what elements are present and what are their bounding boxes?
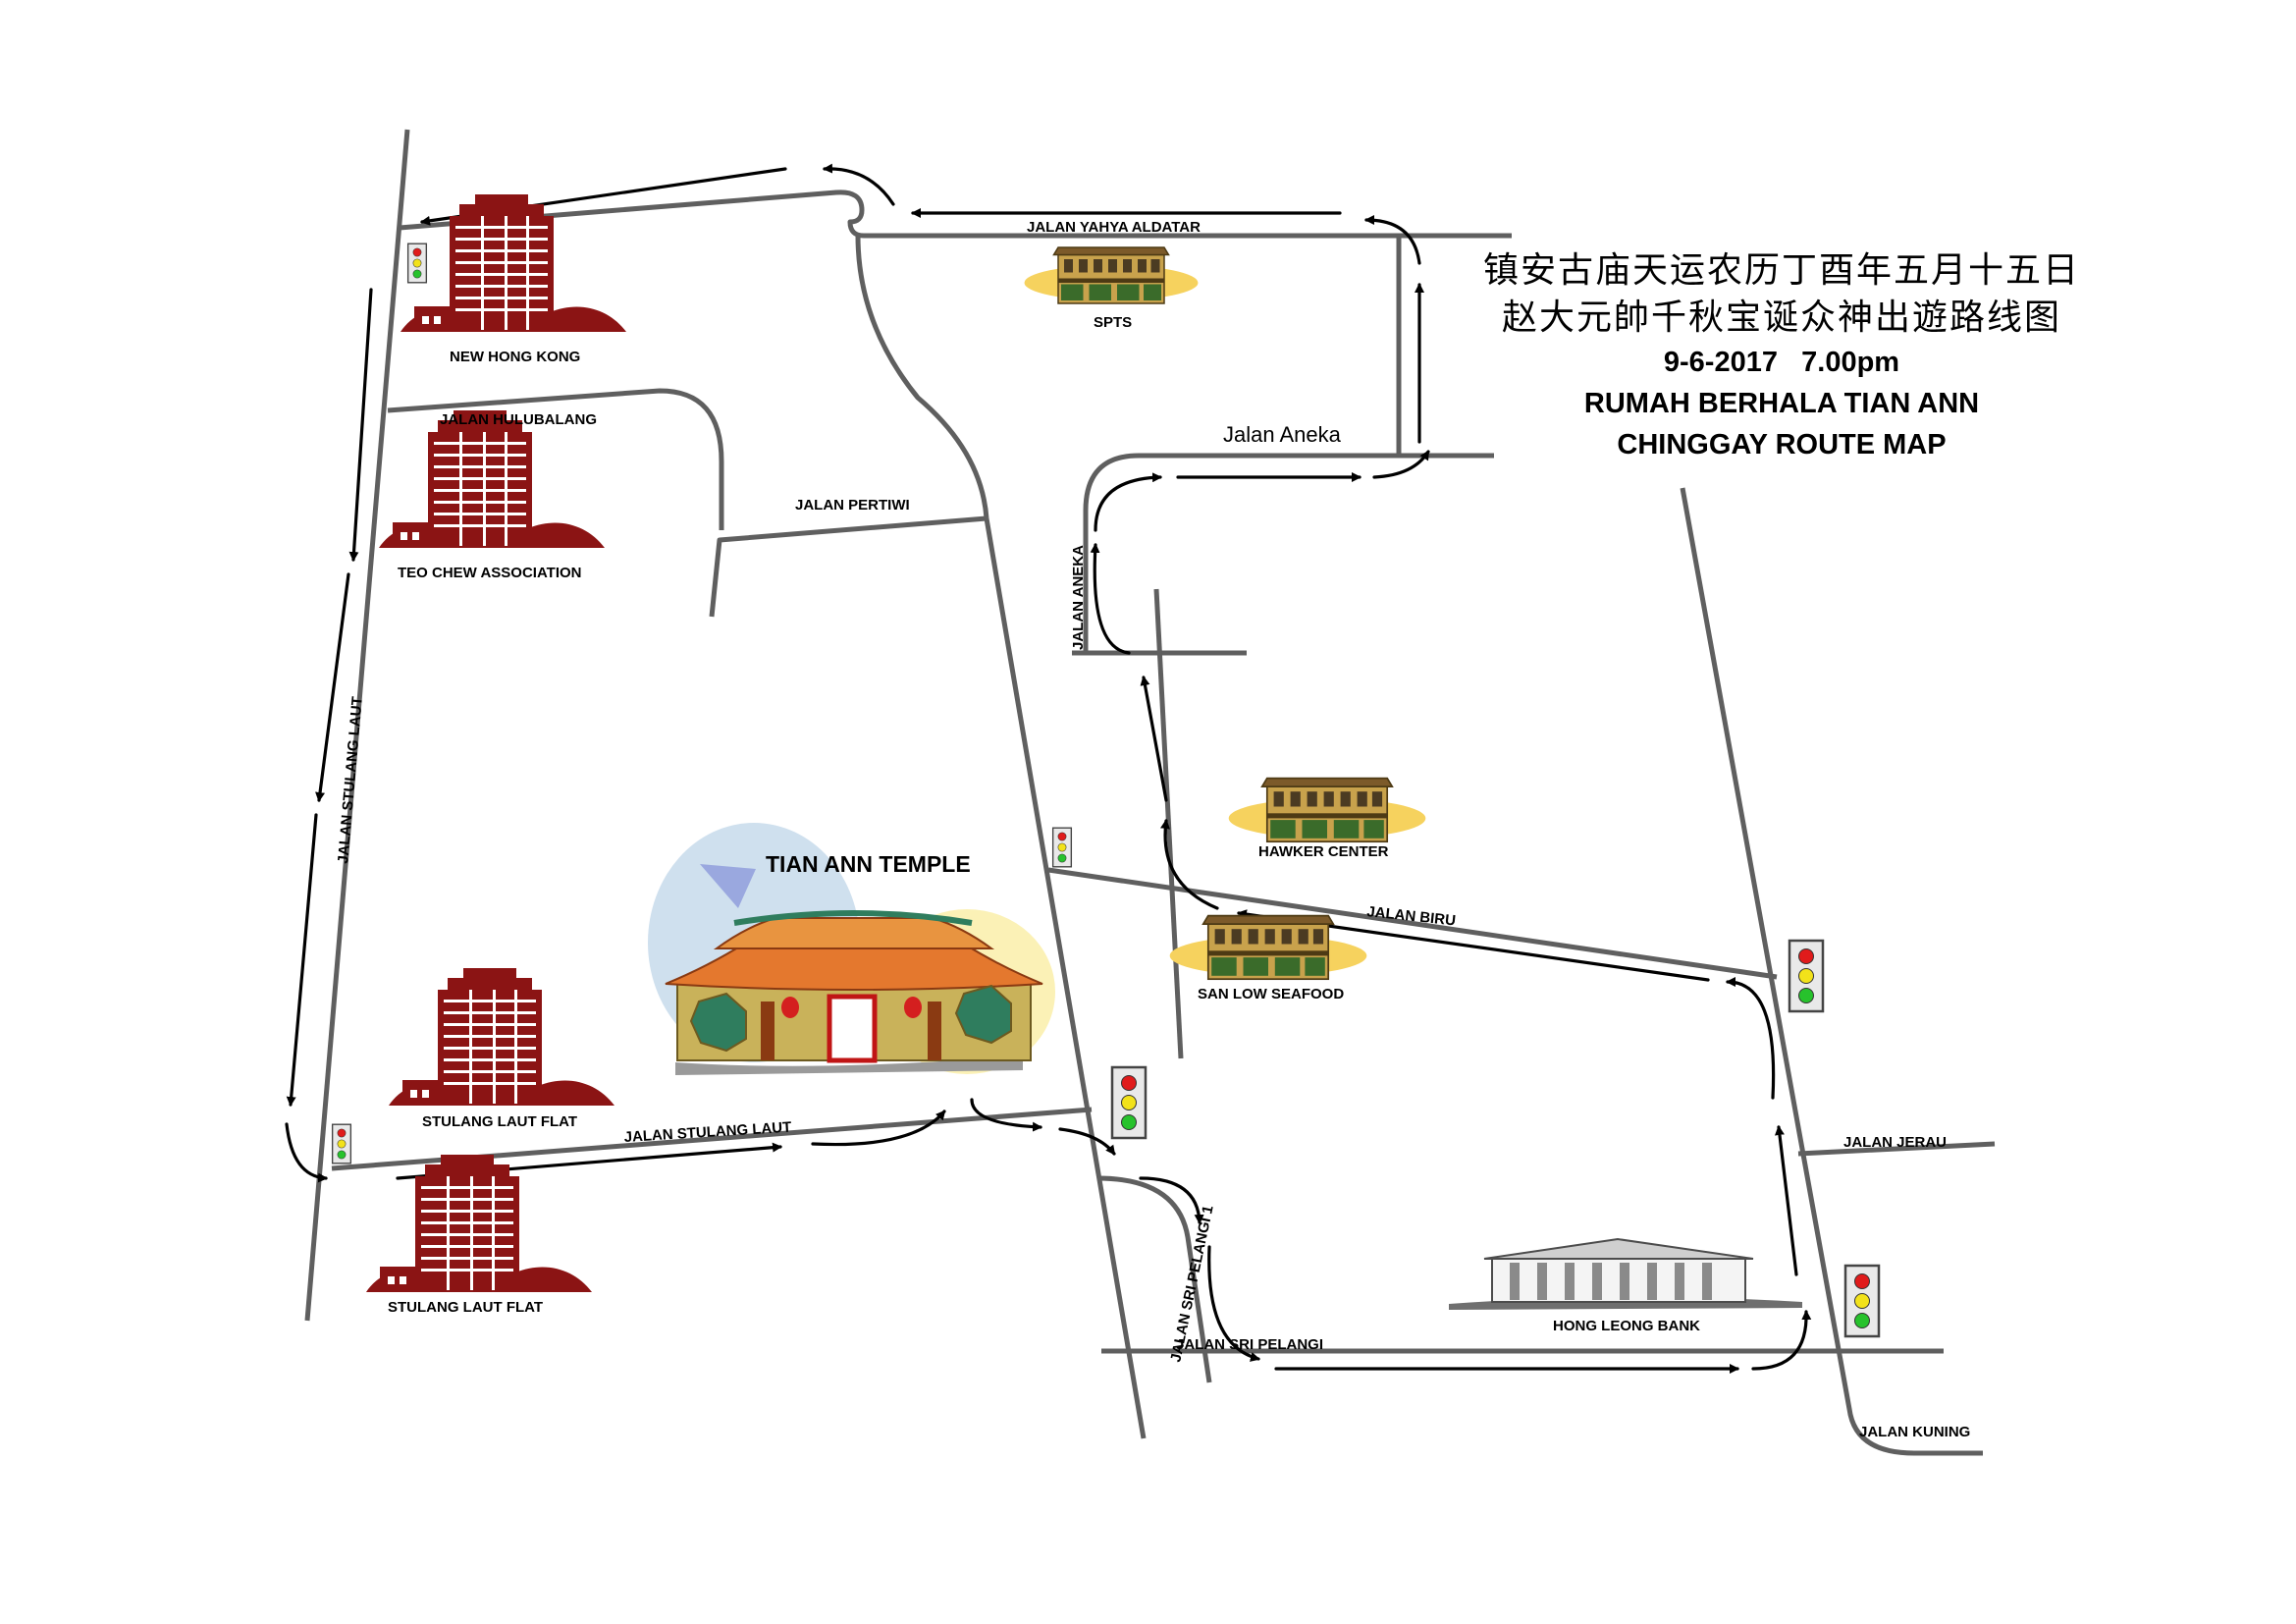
landmark-label-teo-chew: TEO CHEW ASSOCIATION (398, 565, 582, 581)
street-label: JALAN JERAU (1843, 1134, 1947, 1151)
landmark-label-stulang-flat-1: STULANG LAUT FLAT (422, 1113, 577, 1130)
apartment-building-icon (389, 968, 614, 1106)
landmark-labels: SPTS NEW HONG KONG TEO CHEW ASSOCIATION … (388, 314, 1700, 1334)
landmark-label-temple: TIAN ANN TEMPLE (766, 851, 971, 877)
landmark-label-stulang-flat-2: STULANG LAUT FLAT (388, 1299, 543, 1316)
landmark-label-hawker-center: HAWKER CENTER (1258, 843, 1389, 860)
title-date-time: 9-6-2017 7.00pm (1663, 347, 1900, 378)
title-english: CHINGGAY ROUTE MAP (1617, 429, 1947, 460)
landmark-label-spts: SPTS (1094, 314, 1132, 331)
apartment-building-icon (400, 194, 626, 332)
traffic-light-icon (1110, 1065, 1148, 1140)
title-chinese-line-2: 赵大元帥千秋宝诞众神出遊路线图 (1501, 298, 2061, 338)
street-label: JALAN HULUBALANG (440, 411, 597, 428)
parade-route (285, 163, 1812, 1374)
shophouse-icon (1168, 914, 1368, 981)
traffic-light-icon (331, 1123, 352, 1164)
street-label: JALAN YAHYA ALDATAR (1027, 219, 1201, 236)
street-label: JALAN SRI PELANGI (1176, 1336, 1323, 1353)
traffic-light-icon (1051, 827, 1073, 868)
bank-icon (1449, 1237, 1802, 1310)
apartment-building-icon (379, 410, 605, 548)
shophouse-icon (1227, 777, 1427, 843)
landmark-label-new-hong-kong: NEW HONG KONG (450, 349, 580, 365)
landmark-label-hong-leong-bank: HONG LEONG BANK (1553, 1318, 1700, 1334)
traffic-light-icon (406, 243, 428, 284)
landmark-label-san-low: SAN LOW SEAFOOD (1198, 986, 1344, 1002)
map-title: 镇安古庙天运农历丁酉年五月十五日 赵大元帥千秋宝诞众神出遊路线图 9-6-201… (1404, 247, 2160, 465)
temple-icon (648, 823, 1055, 1075)
street-label: JALAN KUNING (1859, 1424, 1970, 1440)
apartment-building-icon (366, 1155, 592, 1292)
shophouse-icon (1023, 246, 1200, 304)
street-label: Jalan Aneka (1223, 422, 1342, 447)
street-label: JALAN STULANG LAUT (623, 1119, 792, 1146)
street-label: JALAN ANEKA (1070, 545, 1087, 650)
title-malay: RUMAH BERHALA TIAN ANN (1583, 388, 1980, 419)
traffic-light-icon (1788, 939, 1825, 1013)
traffic-light-icon (1843, 1264, 1881, 1338)
street-label: JALAN STULANG LAUT (335, 696, 366, 865)
street-label: JALAN PERTIWI (795, 497, 910, 514)
title-chinese-line-1: 镇安古庙天运农历丁酉年五月十五日 (1482, 250, 2080, 291)
